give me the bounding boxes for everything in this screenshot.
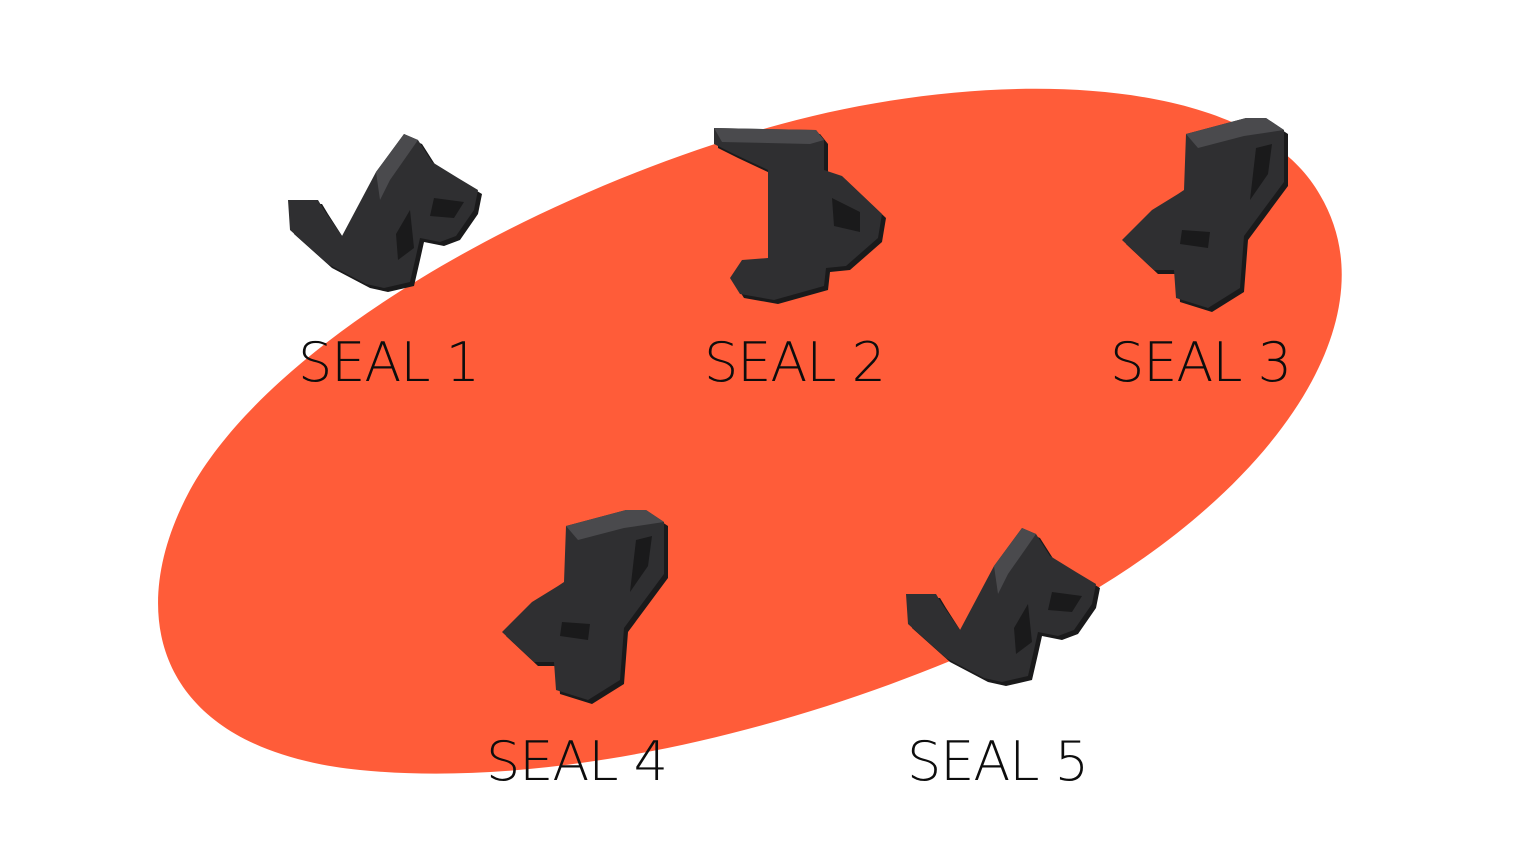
seal-4-profile-icon [502,510,668,704]
seal-1-profile-icon [288,134,482,292]
seal-3-label: SEAL 3 [1110,331,1292,394]
seal-5-profile-icon [906,528,1100,686]
seal-2-profile-icon [714,128,886,304]
seal-2-label: SEAL 2 [704,331,886,394]
seal-1-label: SEAL 1 [298,331,480,394]
seal-4-label: SEAL 4 [486,730,668,793]
seal-5-label: SEAL 5 [907,730,1089,793]
seal-3-profile-icon [1122,118,1288,312]
